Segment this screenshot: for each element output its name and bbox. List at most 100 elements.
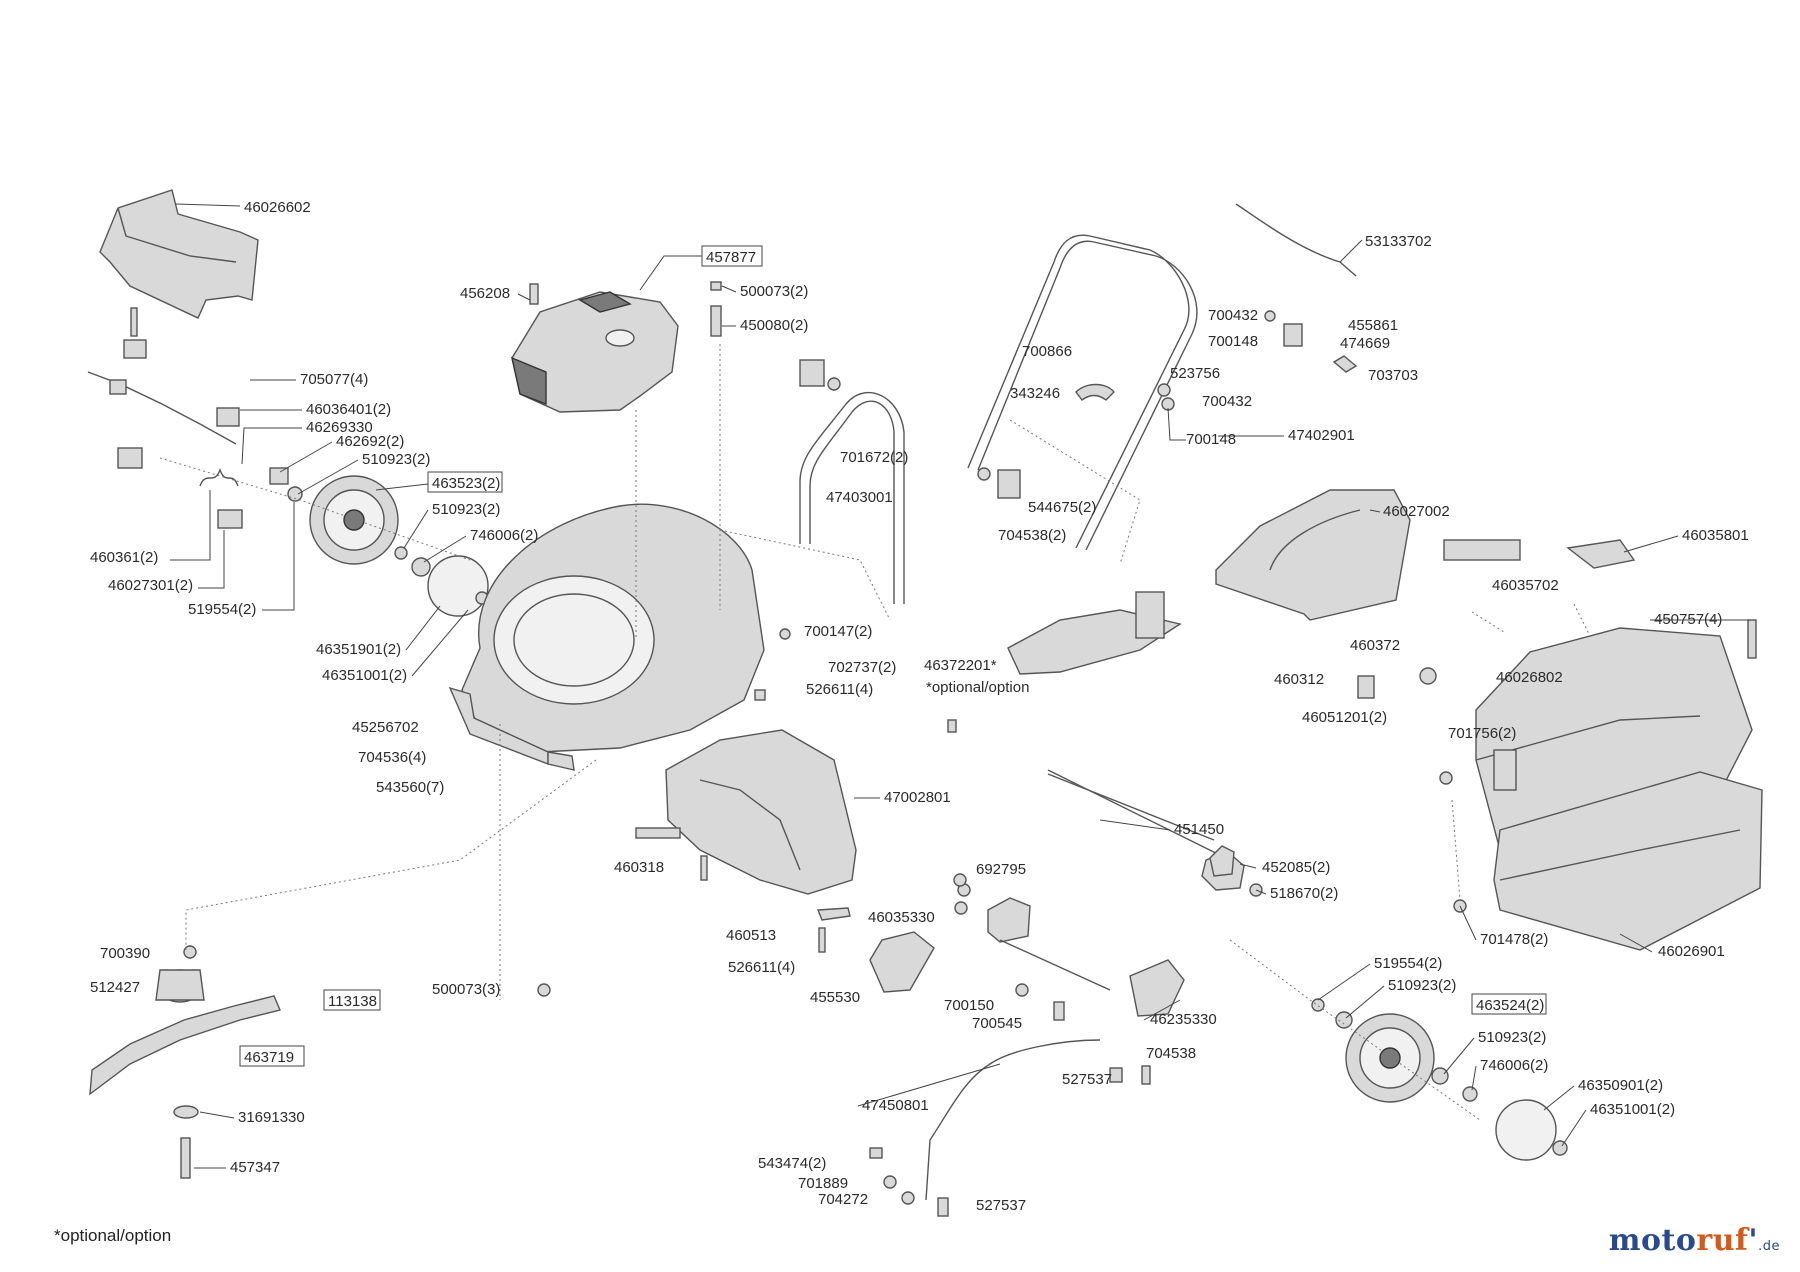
part-label: 512427 [90,979,140,996]
part-label: 700432 [1202,393,1252,410]
logo-part1: moto [1608,1223,1697,1258]
part-label: 700148 [1186,431,1236,448]
part-label: 452085(2) [1262,859,1330,876]
part-label: 510923(2) [1388,977,1456,994]
part-label: 46027002 [1383,503,1450,520]
part-label: 46026901 [1658,943,1725,960]
mower-deck-part [448,503,765,771]
part-label: 457347 [230,1159,280,1176]
part-label: 510923(2) [362,451,430,468]
part-label: 500073(3) [432,981,500,998]
part-label: 460318 [614,859,664,876]
part-label: 451450 [1174,821,1224,838]
part-label: 460372 [1350,637,1400,654]
part-label: 700150 [944,997,994,1014]
part-label: 456208 [460,285,510,302]
engine-part [511,281,722,413]
part-labels: 46026602 457877 456208 500073(2) 450080(… [90,199,1749,1214]
assembly-guides [159,344,1591,1121]
rear-wheel-right [1311,998,1568,1161]
part-label: 53133702 [1365,233,1432,250]
part-label: 523756 [1170,365,1220,382]
part-label: 46035330 [868,909,935,926]
part-label: 31691330 [238,1109,305,1126]
rear-flap-part [99,189,259,319]
lower-handle-part [799,359,1021,604]
part-label: 705077(4) [300,371,368,388]
grass-catcher-part [1475,627,1763,951]
part-label: 47402901 [1288,427,1355,444]
part-label: 46269330 [306,419,373,436]
part-label: 46350901(2) [1578,1077,1663,1094]
part-label: 543560(7) [376,779,444,796]
part-label: 700866 [1022,343,1072,360]
part-label: 746006(2) [470,527,538,544]
assembly-number-boxes [239,245,1547,1067]
part-label: 462692(2) [336,433,404,450]
part-label: 46051201(2) [1302,709,1387,726]
part-label: 47403001 [826,489,893,506]
part-label: 450080(2) [740,317,808,334]
part-label: 46026802 [1496,669,1563,686]
part-label: 46351001(2) [1590,1101,1675,1118]
part-label: 703703 [1368,367,1418,384]
part-label: 460513 [726,927,776,944]
part-label: 518670(2) [1270,885,1338,902]
logo-tld: .de [1758,1239,1780,1254]
part-label: 519554(2) [1374,955,1442,972]
part-label: 519554(2) [188,601,256,618]
part-label: 47450801 [862,1097,929,1114]
part-label: 457877 [706,249,756,266]
misc-hardware [537,619,1757,1217]
part-label: 701756(2) [1448,725,1516,742]
leader-lines [170,203,1750,1169]
part-label: 700545 [972,1015,1022,1032]
part-label: 47002801 [884,789,951,806]
rear-axle-part [957,769,1263,1017]
part-label: 704536(4) [358,749,426,766]
part-label: 544675(2) [1028,499,1096,516]
part-label: 704538(2) [998,527,1066,544]
part-label: 46035702 [1492,577,1559,594]
part-label: 692795 [976,861,1026,878]
part-label: 46351001(2) [322,667,407,684]
part-label: 704272 [818,1191,868,1208]
grassbag-lid-part [1215,489,1636,621]
rear-wheel-left [309,475,489,617]
part-label: 700147(2) [804,623,872,640]
part-label: 527537 [976,1197,1026,1214]
part-label: 46235330 [1150,1011,1217,1028]
part-label: 702737(2) [828,659,896,676]
part-label: 527537 [1062,1071,1112,1088]
mulch-insert-part [1007,591,1182,675]
part-label: 343246 [1010,385,1060,402]
motoruf-logo: motoruf'.de [1609,1223,1780,1258]
part-label: 455861 [1348,317,1398,334]
part-label: 113138 [328,993,377,1010]
part-label: 463719 [244,1049,294,1066]
footnote: *optional/option [54,1226,172,1245]
left-small-hardware [87,307,303,529]
part-label: 543474(2) [758,1155,826,1172]
part-label: 700390 [100,945,150,962]
part-label: 460312 [1274,671,1324,688]
part-label: 46035801 [1682,527,1749,544]
part-label: 700148 [1208,333,1258,350]
part-label: 510923(2) [1478,1029,1546,1046]
part-label: 510923(2) [432,501,500,518]
part-label: 746006(2) [1480,1057,1548,1074]
upper-handle-part [967,203,1358,551]
part-label: *optional/option [926,679,1029,696]
part-label: 463523(2) [432,475,500,492]
part-label: 500073(2) [740,283,808,300]
part-label: 46036401(2) [306,401,391,418]
part-label: 701672(2) [840,449,908,466]
logo-part3: ' [1748,1223,1759,1258]
part-label: 46372201* [924,657,997,674]
blade-part [89,945,281,1179]
part-label: 701478(2) [1480,931,1548,948]
logo-part2: ruf [1696,1223,1749,1258]
part-label: 46351901(2) [316,641,401,658]
part-label: 455530 [810,989,860,1006]
